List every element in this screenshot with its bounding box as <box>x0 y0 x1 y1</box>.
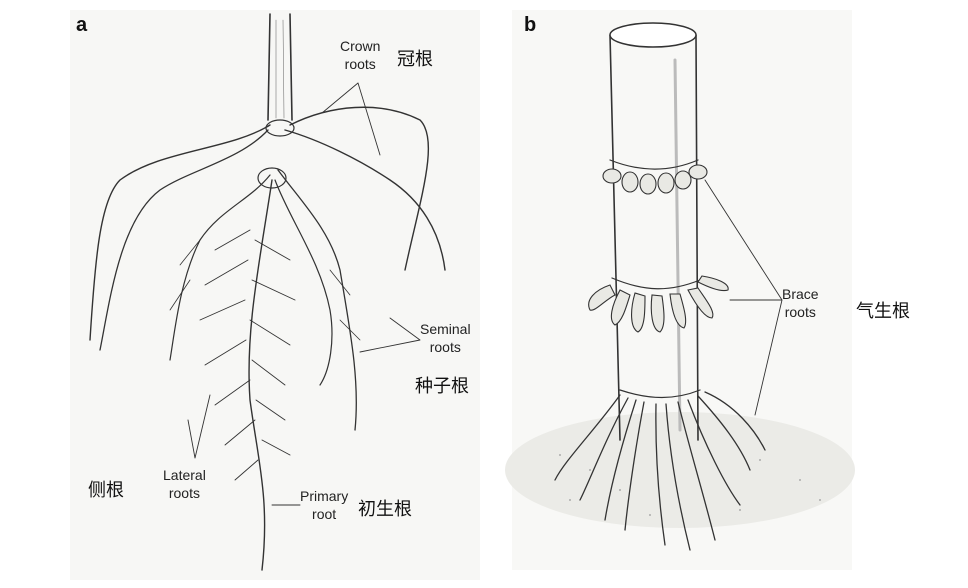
primary-root-chinese: 初生根 <box>358 499 412 520</box>
crown-roots-label: Crown roots <box>340 37 380 73</box>
panel-a-root-system: a Crown roots 冠根 Seminal roots 种子根 Later… <box>76 13 471 571</box>
panel-b-brace-roots: b Brace roots 气生根 <box>500 0 968 588</box>
brace-roots-chinese: 气生根 <box>856 301 910 322</box>
brace-roots-label-line1: Brace <box>782 286 819 302</box>
primary-root-label-line1: Primary <box>300 488 349 504</box>
panel-a-letter: a <box>76 14 88 36</box>
panel-b-letter: b <box>524 14 537 36</box>
seminal-roots-label-line1: Seminal <box>420 321 471 337</box>
crown-roots-label-line2: roots <box>344 56 376 72</box>
primary-root-label: Primary root <box>300 487 348 523</box>
seminal-roots-chinese: 种子根 <box>415 376 469 397</box>
seminal-roots-label-line2: roots <box>429 339 461 355</box>
brace-roots-illustration <box>505 10 855 570</box>
lateral-roots-label-line1: Lateral <box>163 467 206 483</box>
lateral-roots-label-line2: roots <box>168 485 200 501</box>
lateral-roots-label: Lateral roots <box>163 466 206 502</box>
crown-roots-label-line1: Crown <box>340 38 381 54</box>
root-system-illustration <box>89 13 446 571</box>
lateral-roots-chinese: 侧根 <box>88 480 124 501</box>
brace-roots-label: Brace roots <box>782 285 819 321</box>
primary-root-label-line2: root <box>312 506 337 522</box>
seminal-roots-label: Seminal roots <box>420 320 471 356</box>
crown-roots-chinese: 冠根 <box>397 49 433 70</box>
brace-roots-label-line2: roots <box>784 304 816 320</box>
